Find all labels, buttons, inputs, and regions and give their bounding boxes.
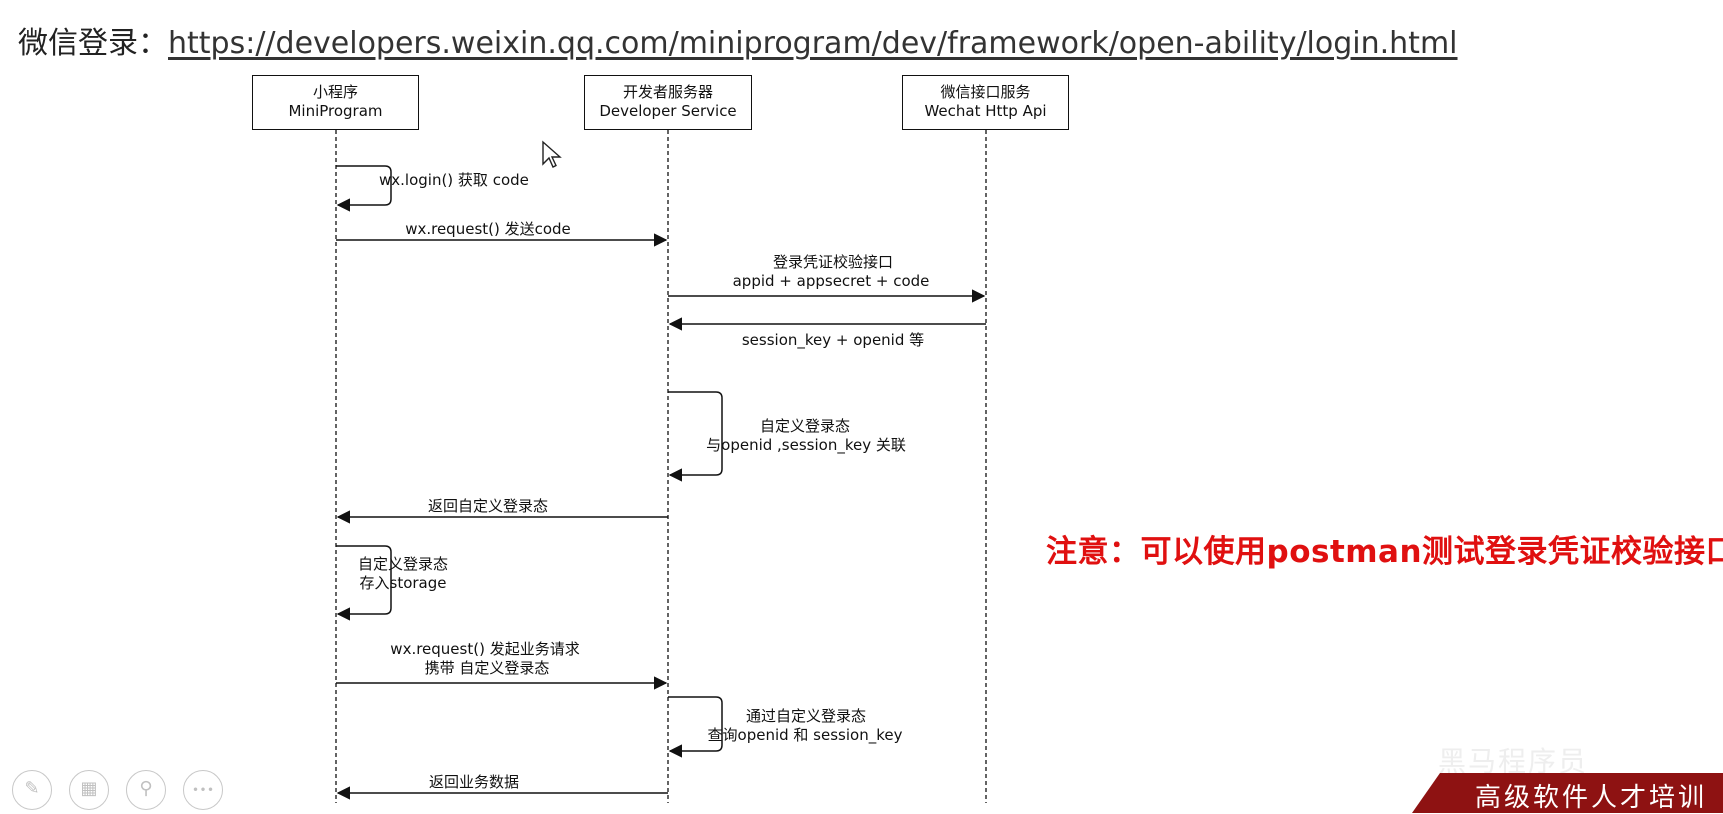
msg-custom-state-label-2: 与openid ,session_key 关联 xyxy=(706,436,906,455)
actor-developer-service: 开发者服务器 Developer Service xyxy=(584,75,752,130)
msg-wxlogin-arrow xyxy=(336,165,392,212)
brand-text: 高级软件人才培训 xyxy=(1475,783,1708,813)
msg-biz-request-label-1: wx.request() 发起业务请求 xyxy=(390,640,579,658)
msg-storage-arrow xyxy=(336,545,392,621)
msg-biz-data-label: 返回业务数据 xyxy=(429,773,519,791)
actor-wechat-api: 微信接口服务 Wechat Http Api xyxy=(902,75,1069,130)
title-label: 微信登录： xyxy=(18,26,168,61)
page-title: 微信登录：https://developers.weixin.qq.com/mi… xyxy=(18,18,1458,62)
msg-query-label-1: 通过自定义登录态 xyxy=(746,707,866,725)
msg-session-key-label: session_key + openid 等 xyxy=(742,331,924,350)
msg-custom-state-label-1: 自定义登录态 xyxy=(760,417,850,435)
msg-wxlogin-label: wx.login() 获取 code xyxy=(379,171,529,189)
pen-icon[interactable]: ✎ xyxy=(12,770,52,810)
actor-developer-service-name: 开发者服务器 xyxy=(622,83,713,101)
more-icon[interactable]: ∙∙∙ xyxy=(183,770,223,810)
msg-storage-label-2: 存入storage xyxy=(360,574,447,592)
msg-custom-state-arrow xyxy=(668,391,723,482)
msg-storage-label-1: 自定义登录态 xyxy=(358,555,448,573)
actor-miniprogram: 小程序 MiniProgram xyxy=(252,75,419,130)
actor-miniprogram-sub: MiniProgram xyxy=(288,102,383,120)
watermark-logo: 黑马程序员 xyxy=(1438,745,1589,778)
msg-code2session-label-1: 登录凭证校验接口 xyxy=(773,253,893,271)
msg-biz-request-label-2: 携带 自定义登录态 xyxy=(425,659,550,677)
postman-note: 注意：可以使用postman测试登录凭证校验接口 xyxy=(1046,534,1723,570)
msg-query-arrow xyxy=(668,696,723,758)
msg-return-state-label: 返回自定义登录态 xyxy=(428,497,548,515)
msg-query-label-2: 查询openid 和 session_key xyxy=(708,726,903,745)
layout-icon[interactable]: ▦ xyxy=(69,770,109,810)
actor-wechat-api-sub: Wechat Http Api xyxy=(924,102,1047,120)
msg-code2session-label-2: appid + appsecret + code xyxy=(733,272,930,290)
actor-wechat-api-name: 微信接口服务 xyxy=(940,83,1031,101)
zoom-icon[interactable]: ⚲ xyxy=(126,770,166,810)
doc-link[interactable]: https://developers.weixin.qq.com/minipro… xyxy=(168,26,1458,61)
msg-send-code-label: wx.request() 发送code xyxy=(405,220,571,238)
actor-developer-service-sub: Developer Service xyxy=(599,102,737,120)
mouse-pointer-icon xyxy=(542,140,562,168)
actor-miniprogram-name: 小程序 xyxy=(312,83,358,101)
